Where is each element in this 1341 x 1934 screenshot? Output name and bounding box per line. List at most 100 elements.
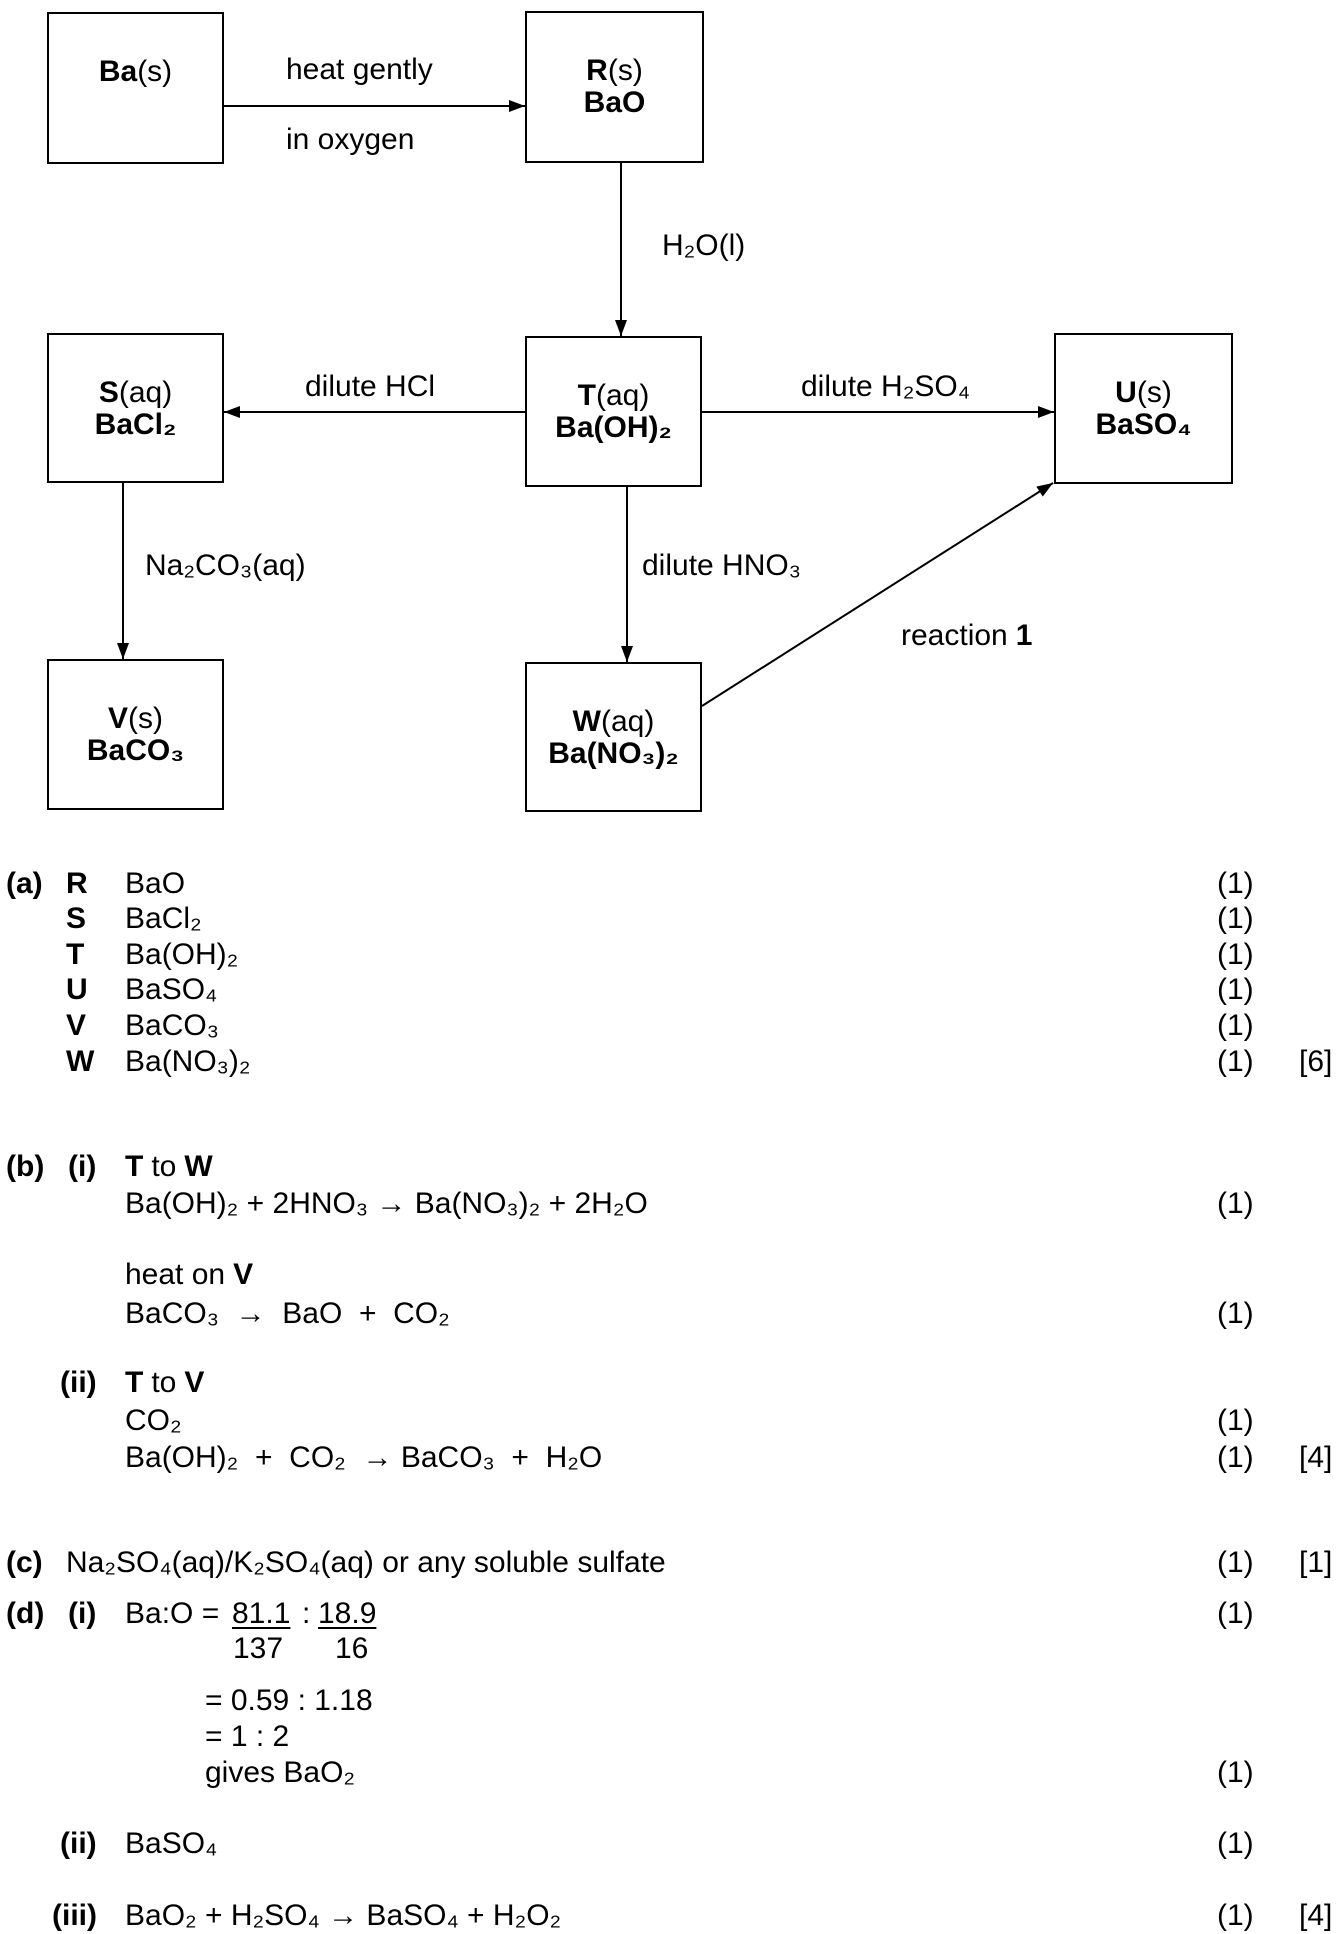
box-t-label: T(aq)	[527, 380, 700, 412]
oxygen-denominator: 16	[335, 1632, 369, 1665]
heat-on-text: heat on	[125, 1258, 226, 1291]
answer-d-i-denominator-row: 137 16	[0, 1633, 1341, 1665]
box-w-state: (aq)	[600, 705, 655, 738]
reagent-co2: CO₂	[125, 1404, 182, 1437]
answer-a-letter: V	[66, 1009, 87, 1042]
answer-a-letter: S	[66, 902, 87, 935]
box-r-label: R(s)	[527, 55, 702, 87]
answer-d-i-step-row: = 0.59 : 1.18	[0, 1685, 1341, 1717]
label-water: H₂O(l)	[662, 229, 746, 262]
box-r-letter: R	[586, 54, 608, 87]
mark: (1)	[1217, 1899, 1254, 1932]
ratio-separator: :	[302, 1597, 311, 1630]
label-dilute-hno3: dilute HNO₃	[642, 549, 801, 582]
label-dilute-hcl: dilute HCl	[305, 370, 436, 403]
conversion-connector: to	[151, 1366, 177, 1399]
answer-a-row: (a) R BaO (1)	[0, 868, 1341, 900]
box-t-letter: T	[577, 379, 596, 412]
conversion-to: V	[184, 1366, 205, 1399]
conversion-from: T	[125, 1150, 144, 1183]
conversion-connector: to	[151, 1150, 177, 1183]
ratio-conclusion: gives BaO₂	[205, 1756, 356, 1789]
mark: (1)	[1217, 1546, 1254, 1579]
box-s-formula: BaCl₂	[94, 408, 177, 441]
heat-on-letter: V	[233, 1258, 254, 1291]
compound-box-r: R(s) BaO	[525, 11, 704, 163]
label-heat-gently: heat gently	[286, 53, 433, 86]
conversion-from: T	[125, 1366, 144, 1399]
box-w-formula: Ba(NO₃)₂	[548, 737, 679, 770]
reaction-label-number: 1	[1015, 619, 1033, 652]
mark: (1)	[1217, 902, 1254, 935]
answer-a-formula: BaCO₃	[125, 1009, 219, 1042]
answer-a-letter: T	[66, 938, 85, 971]
label-dilute-h2so4: dilute H₂SO₄	[801, 370, 970, 403]
compound-box-v: V(s) BaCO₃	[47, 659, 224, 810]
part-d-label: (d)	[6, 1597, 45, 1630]
box-s-letter: S	[98, 376, 119, 409]
answer-b-i-equation-row: Ba(OH)₂ + 2HNO₃ → Ba(NO₃)₂ + 2H₂O (1)	[0, 1188, 1341, 1220]
part-c-label: (c)	[6, 1546, 43, 1579]
answer-d-i-step-row: = 1 : 2	[0, 1721, 1341, 1753]
arrow-w-to-u	[701, 482, 1054, 707]
mark: (1)	[1217, 1404, 1254, 1437]
answer-c-row: (c) Na₂SO₄(aq)/K₂SO₄(aq) or any soluble …	[0, 1547, 1341, 1579]
mark: (1)	[1217, 938, 1254, 971]
subpart-d-i-label: (i)	[68, 1597, 97, 1630]
answer-d-iii-equation: BaO₂ + H₂SO₄ → BaSO₄ + H₂O₂	[125, 1899, 562, 1932]
mark: (1)	[1217, 1597, 1254, 1630]
mark: (1)	[1217, 1045, 1254, 1078]
answer-a-letter: R	[66, 867, 88, 900]
mark: (1)	[1217, 1187, 1254, 1220]
compound-box-t: T(aq) Ba(OH)₂	[525, 336, 702, 487]
box-t-formula: Ba(OH)₂	[555, 411, 672, 444]
compound-box-s: S(aq) BaCl₂	[47, 333, 224, 483]
box-u-letter: U	[1115, 376, 1137, 409]
answer-a-row: V BaCO₃ (1)	[0, 1010, 1341, 1042]
box-ba-label: Ba(s)	[49, 56, 222, 88]
box-ba-state: (s)	[137, 55, 173, 88]
box-s-state: (aq)	[118, 376, 173, 409]
answer-b-ii-reagent-row: CO₂ (1)	[0, 1405, 1341, 1437]
part-d-total: [4]	[1299, 1899, 1333, 1932]
part-b-total: [4]	[1299, 1441, 1333, 1474]
answer-a-row: T Ba(OH)₂ (1)	[0, 939, 1341, 971]
subpart-d-iii-label: (iii)	[52, 1899, 97, 1932]
answer-a-row: U BaSO₄ (1)	[0, 974, 1341, 1006]
box-v-state: (s)	[128, 702, 163, 735]
answer-d-iii-row: (iii) BaO₂ + H₂SO₄ → BaSO₄ + H₂O₂ (1) [4…	[0, 1900, 1341, 1932]
subpart-b-i-label: (i)	[68, 1150, 97, 1183]
part-b-label: (b)	[6, 1150, 45, 1183]
box-w-letter: W	[572, 705, 601, 738]
answer-a-letter: W	[66, 1045, 95, 1078]
answer-a-formula: BaSO₄	[125, 973, 218, 1006]
compound-box-w: W(aq) Ba(NO₃)₂	[525, 662, 702, 812]
box-t-state: (aq)	[595, 379, 650, 412]
answer-d-ii-row: (ii) BaSO₄ (1)	[0, 1828, 1341, 1860]
mark: (1)	[1217, 1009, 1254, 1042]
box-s-label: S(aq)	[49, 377, 222, 409]
mark: (1)	[1217, 1756, 1254, 1789]
compound-box-ba: Ba(s)	[47, 12, 224, 164]
part-c-total: [1]	[1299, 1546, 1333, 1579]
answer-a-letter: U	[66, 973, 88, 1006]
equation-t-to-v: Ba(OH)₂ + CO₂ → BaCO₃ + H₂O	[125, 1441, 603, 1474]
ratio-step: = 1 : 2	[205, 1720, 290, 1753]
part-a-total: [6]	[1299, 1045, 1333, 1078]
conversion-to: W	[184, 1150, 213, 1183]
subpart-d-ii-label: (ii)	[60, 1827, 97, 1860]
box-ba-letter: Ba	[98, 55, 138, 88]
part-a-label: (a)	[6, 867, 43, 900]
label-in-oxygen: in oxygen	[286, 123, 415, 156]
answer-a-row: W Ba(NO₃)₂ (1) [6]	[0, 1046, 1341, 1078]
box-v-formula: BaCO₃	[86, 734, 185, 767]
answer-c-text: Na₂SO₄(aq)/K₂SO₄(aq) or any soluble sulf…	[66, 1546, 666, 1579]
box-r-state: (s)	[607, 54, 643, 87]
box-r-formula: BaO	[583, 86, 646, 119]
subpart-b-ii-label: (ii)	[60, 1366, 97, 1399]
